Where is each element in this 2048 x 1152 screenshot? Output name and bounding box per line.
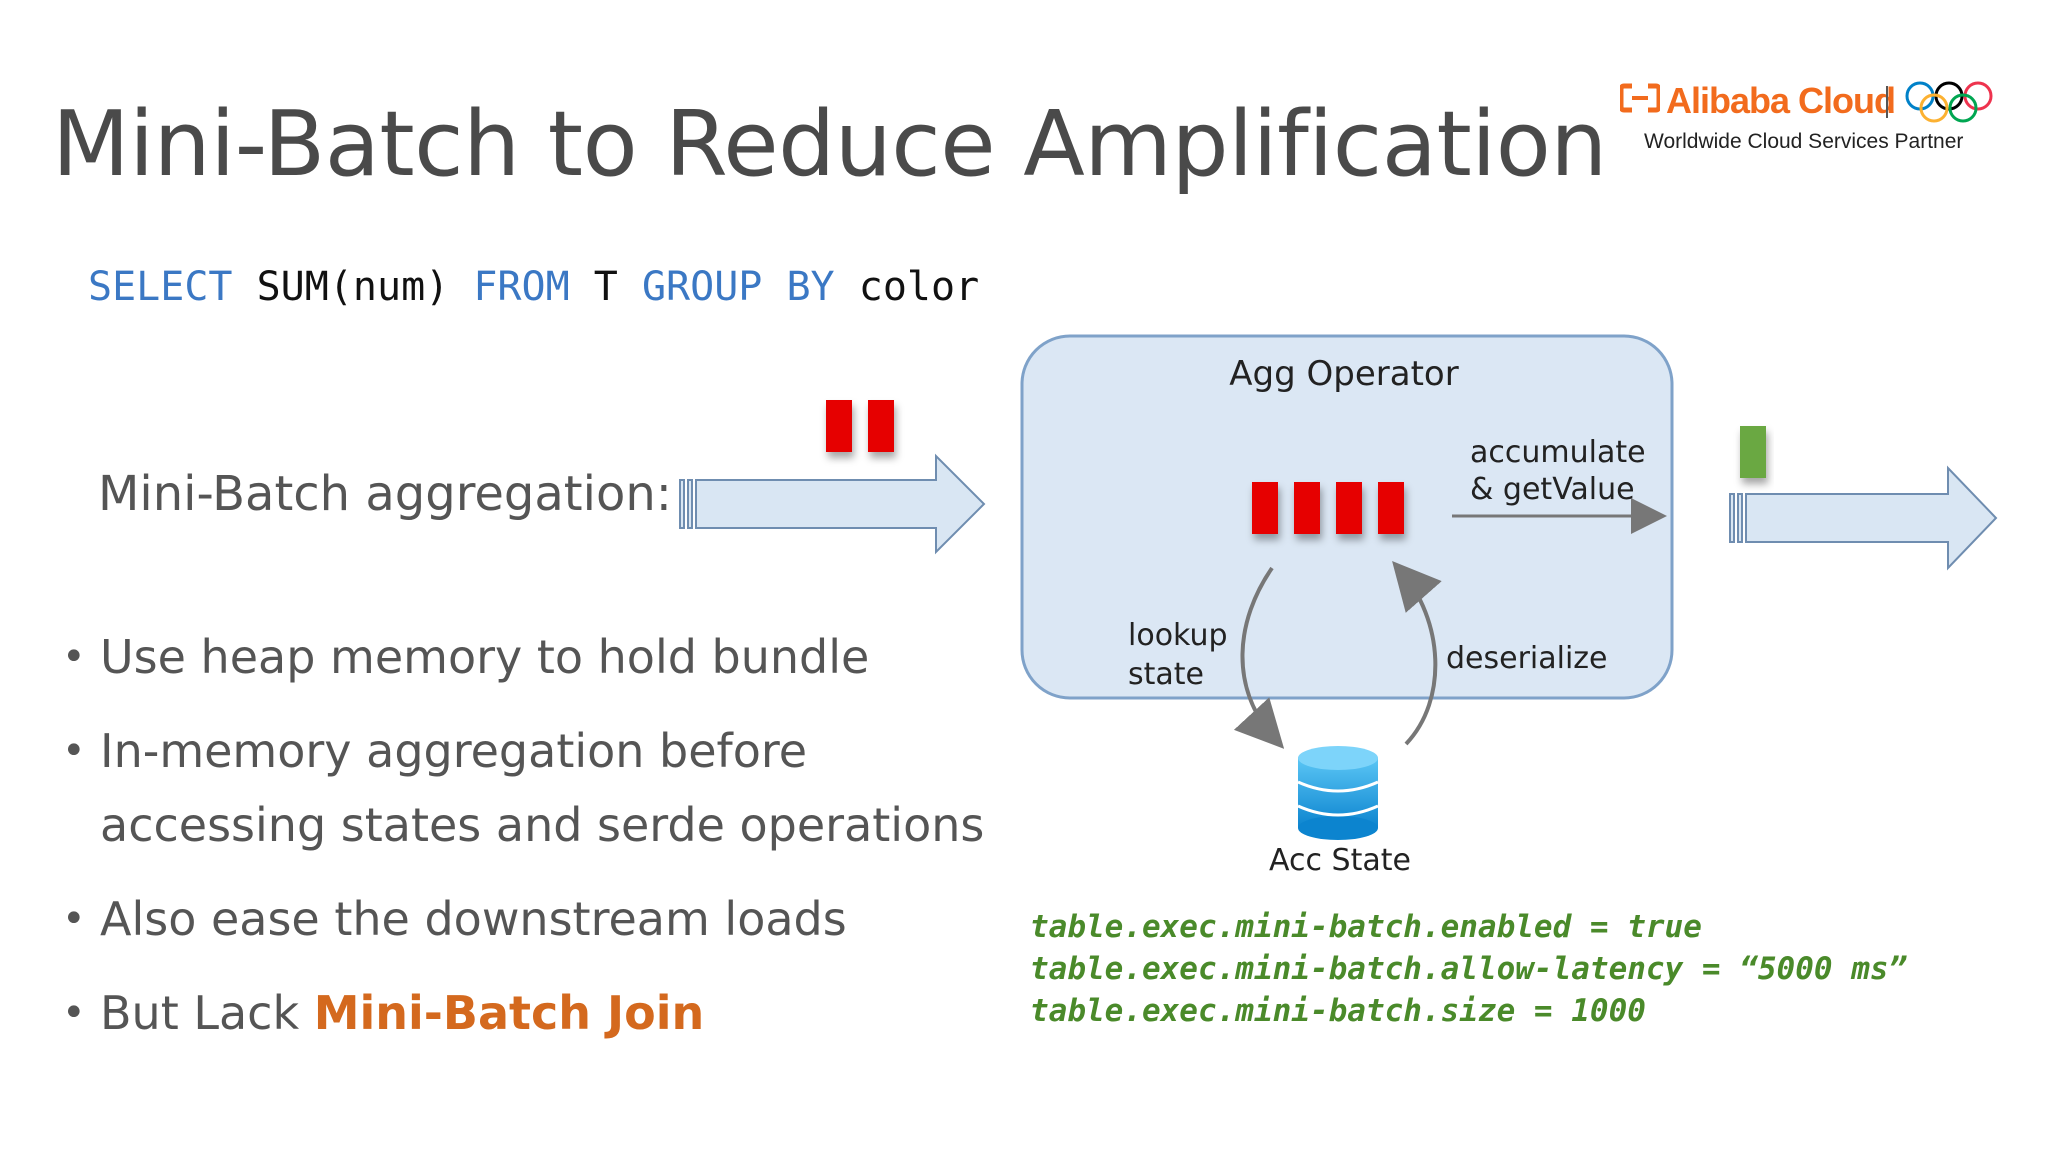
bullet-text: But Lack [100,986,314,1040]
sql-keyword-by: BY [786,264,835,310]
sql-keyword-group: GROUP [641,264,763,310]
config-block: table.exec.mini-batch.enabled = true tab… [1030,906,1907,1032]
input-record [868,400,894,452]
bullet-text: Use heap memory to hold bundle [100,630,870,684]
output-arrow [1729,465,1998,571]
olympic-rings-icon [1904,80,1994,128]
sql-table: T [593,264,618,310]
bullet-icon: • [62,896,86,942]
bullet-item: • Use heap memory to hold bundle [58,620,998,694]
bullet-icon: • [62,728,86,774]
bullet-icon: • [62,990,86,1036]
config-line: table.exec.mini-batch.size = 1000 [1030,993,1646,1029]
output-record [1740,426,1766,478]
sql-query: SELECT SUM(num) FROM T GROUP BY color [88,264,979,310]
bullet-text: Also ease the downstream loads [100,892,847,946]
bullet-highlight: Mini-Batch Join [313,986,705,1040]
brand-name: Alibaba Cloud [1666,80,1896,121]
section-subheading: Mini-Batch aggregation: [98,466,672,522]
bullet-icon: • [62,634,86,680]
buffered-record [1294,482,1320,534]
acc-state-label: Acc State [1269,843,1411,878]
partner-logo: Alibaba Cloud Worldwide Cloud Services P… [1618,80,2000,160]
bullet-item: • In-memory aggregation before accessing… [58,714,998,862]
logo-tagline: Worldwide Cloud Services Partner [1644,130,1964,153]
lookup-arrow [1233,566,1285,749]
logo-divider [1886,86,1888,118]
deserialize-arrow [1392,560,1442,746]
input-record [826,400,852,452]
lookup-label: lookup [1128,618,1228,653]
sql-column: color [858,264,980,310]
input-arrow [679,453,986,555]
state-label: state [1128,657,1204,692]
getvalue-label: & getValue [1470,472,1635,507]
database-icon [1297,746,1379,840]
buffered-record [1336,482,1362,534]
buffered-record [1252,482,1278,534]
alibaba-cloud-logo: Alibaba Cloud [1618,80,1896,122]
agg-operator-label: Agg Operator [1229,354,1458,394]
config-line: table.exec.mini-batch.enabled = true [1030,909,1702,945]
bullet-item: • Also ease the downstream loads [58,882,998,956]
bullet-text: In-memory aggregation before accessing s… [100,724,985,852]
buffered-record [1378,482,1404,534]
accumulate-label: accumulate [1470,435,1646,470]
sql-expression: SUM(num) [256,264,450,310]
bullet-item: • But Lack Mini-Batch Join [58,976,998,1050]
deserialize-label: deserialize [1446,641,1608,676]
bullet-list: • Use heap memory to hold bundle • In-me… [58,620,998,1070]
input-records [826,400,894,452]
output-records [1740,426,1766,478]
alibaba-cloud-logo-icon [1618,80,1662,122]
buffered-records [1252,482,1404,534]
sql-keyword-from: FROM [473,264,570,310]
page-title: Mini-Batch to Reduce Amplification [52,92,1607,197]
config-line: table.exec.mini-batch.allow-latency = “5… [1030,951,1908,987]
sql-keyword-select: SELECT [88,264,233,310]
